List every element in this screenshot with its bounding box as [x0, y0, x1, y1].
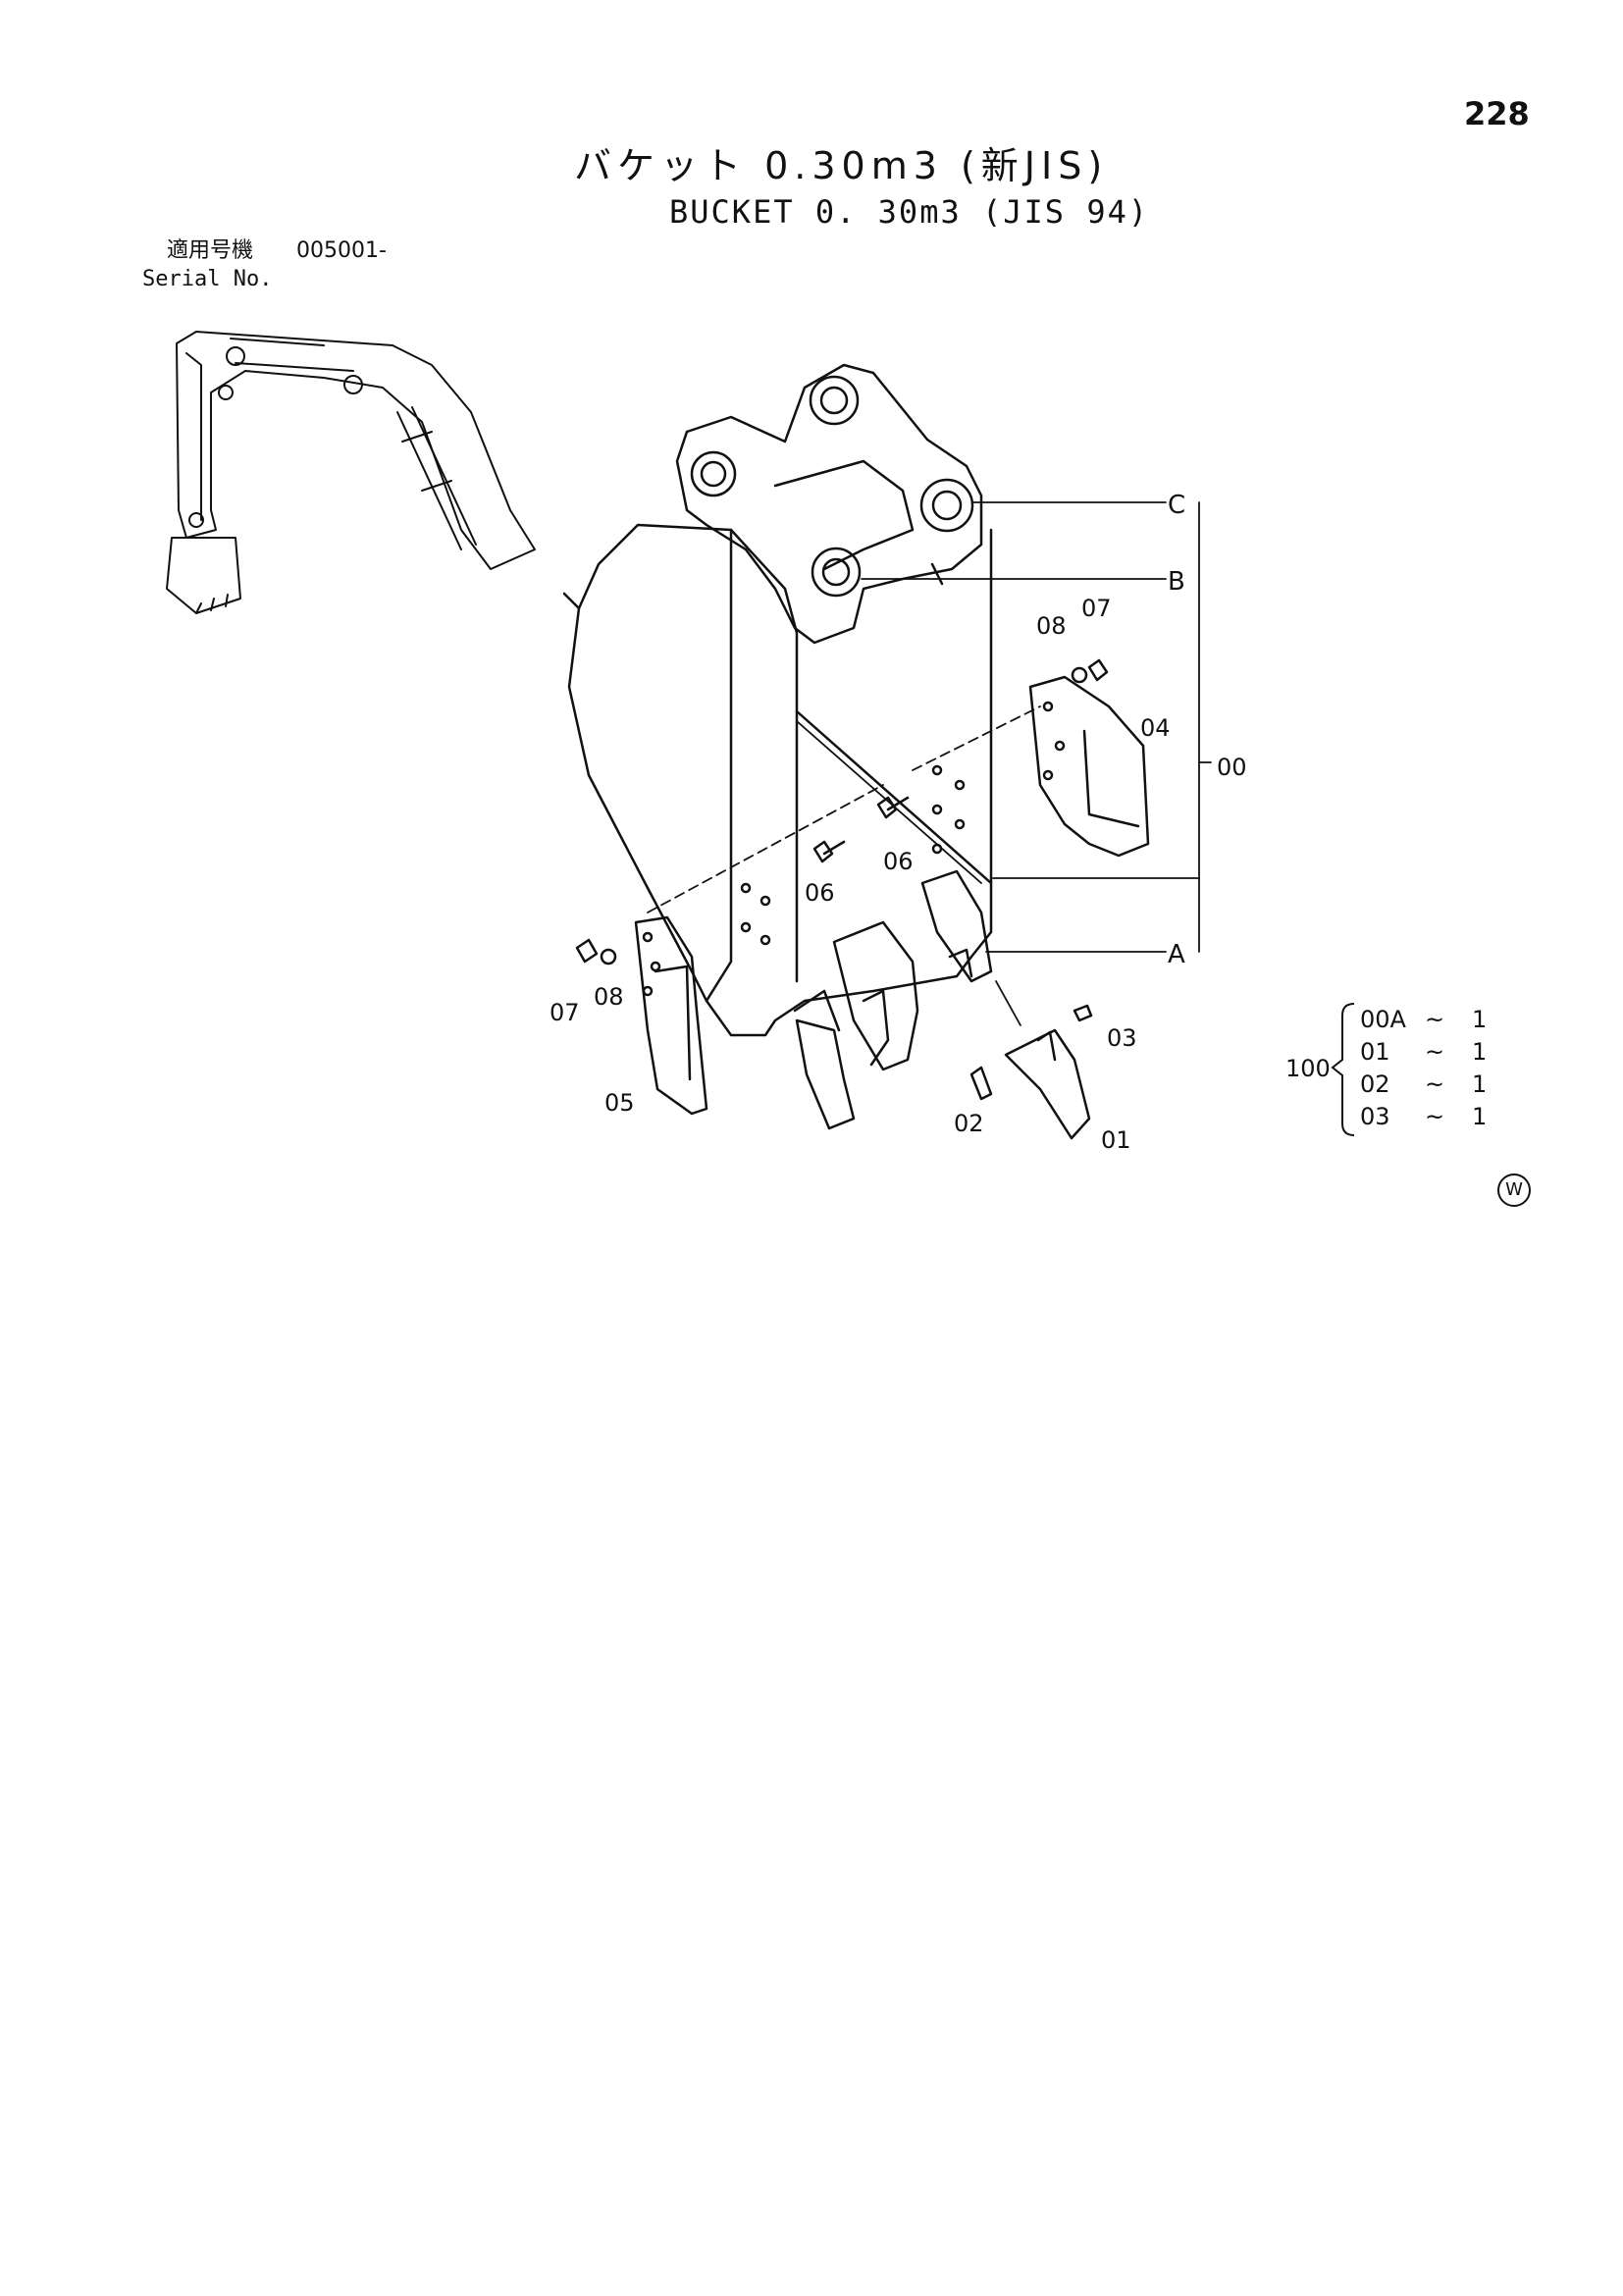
kit-qty: 1 — [1472, 1103, 1488, 1130]
kit-part: 01 — [1360, 1038, 1390, 1066]
reference-a: A — [1168, 940, 1185, 969]
callout-02: 02 — [954, 1110, 984, 1137]
callout-04: 04 — [1140, 714, 1171, 742]
kit-part: 03 — [1360, 1103, 1390, 1130]
title-english: BUCKET 0. 30m3 (JIS 94) — [669, 193, 1150, 231]
kit-qty: 1 — [1472, 1070, 1488, 1098]
tilde-glyph: ~ — [1425, 1006, 1445, 1033]
callout-08-right: 08 — [1036, 612, 1067, 640]
serial-label-japanese: 適用号機 — [167, 238, 254, 263]
callout-08-left: 08 — [594, 983, 624, 1011]
reference-b: B — [1168, 567, 1185, 597]
callout-01: 01 — [1101, 1126, 1131, 1154]
callout-06-left: 06 — [805, 879, 835, 907]
leader-lines — [647, 501, 1212, 1026]
kit-qty: 1 — [1472, 1006, 1488, 1033]
tilde-glyph: ~ — [1425, 1070, 1445, 1098]
callout-05: 05 — [604, 1089, 635, 1117]
kit-row: 01 ~1 — [1360, 1040, 1487, 1064]
circled-w-mark: W — [1497, 1174, 1531, 1207]
callout-03: 03 — [1107, 1024, 1137, 1052]
kit-qty: 1 — [1472, 1038, 1488, 1066]
callout-07-right: 07 — [1081, 595, 1112, 622]
excavator-arm-thumbnail — [166, 331, 536, 614]
title-japanese: バケット 0.30m3 (新JIS) — [574, 144, 1109, 187]
tilde-glyph: ~ — [1425, 1038, 1445, 1066]
kit-part: 00A — [1360, 1006, 1406, 1033]
kit-part: 02 — [1360, 1070, 1390, 1098]
serial-label-english: Serial No. — [142, 267, 273, 291]
kit-row: 00A ~1 — [1360, 1008, 1487, 1031]
callout-07-left: 07 — [550, 999, 580, 1026]
reference-c: C — [1168, 491, 1186, 520]
page-number: 228 — [1464, 95, 1530, 132]
callout-06-right: 06 — [883, 848, 914, 875]
kit-row: 02 ~1 — [1360, 1072, 1487, 1096]
kit-code: 100 — [1285, 1055, 1331, 1082]
bucket-body — [562, 363, 1150, 1140]
kit-row: 03 ~1 — [1360, 1105, 1487, 1128]
callout-00: 00 — [1217, 754, 1247, 781]
tilde-glyph: ~ — [1425, 1103, 1445, 1130]
serial-number-value: 005001- — [296, 238, 387, 263]
